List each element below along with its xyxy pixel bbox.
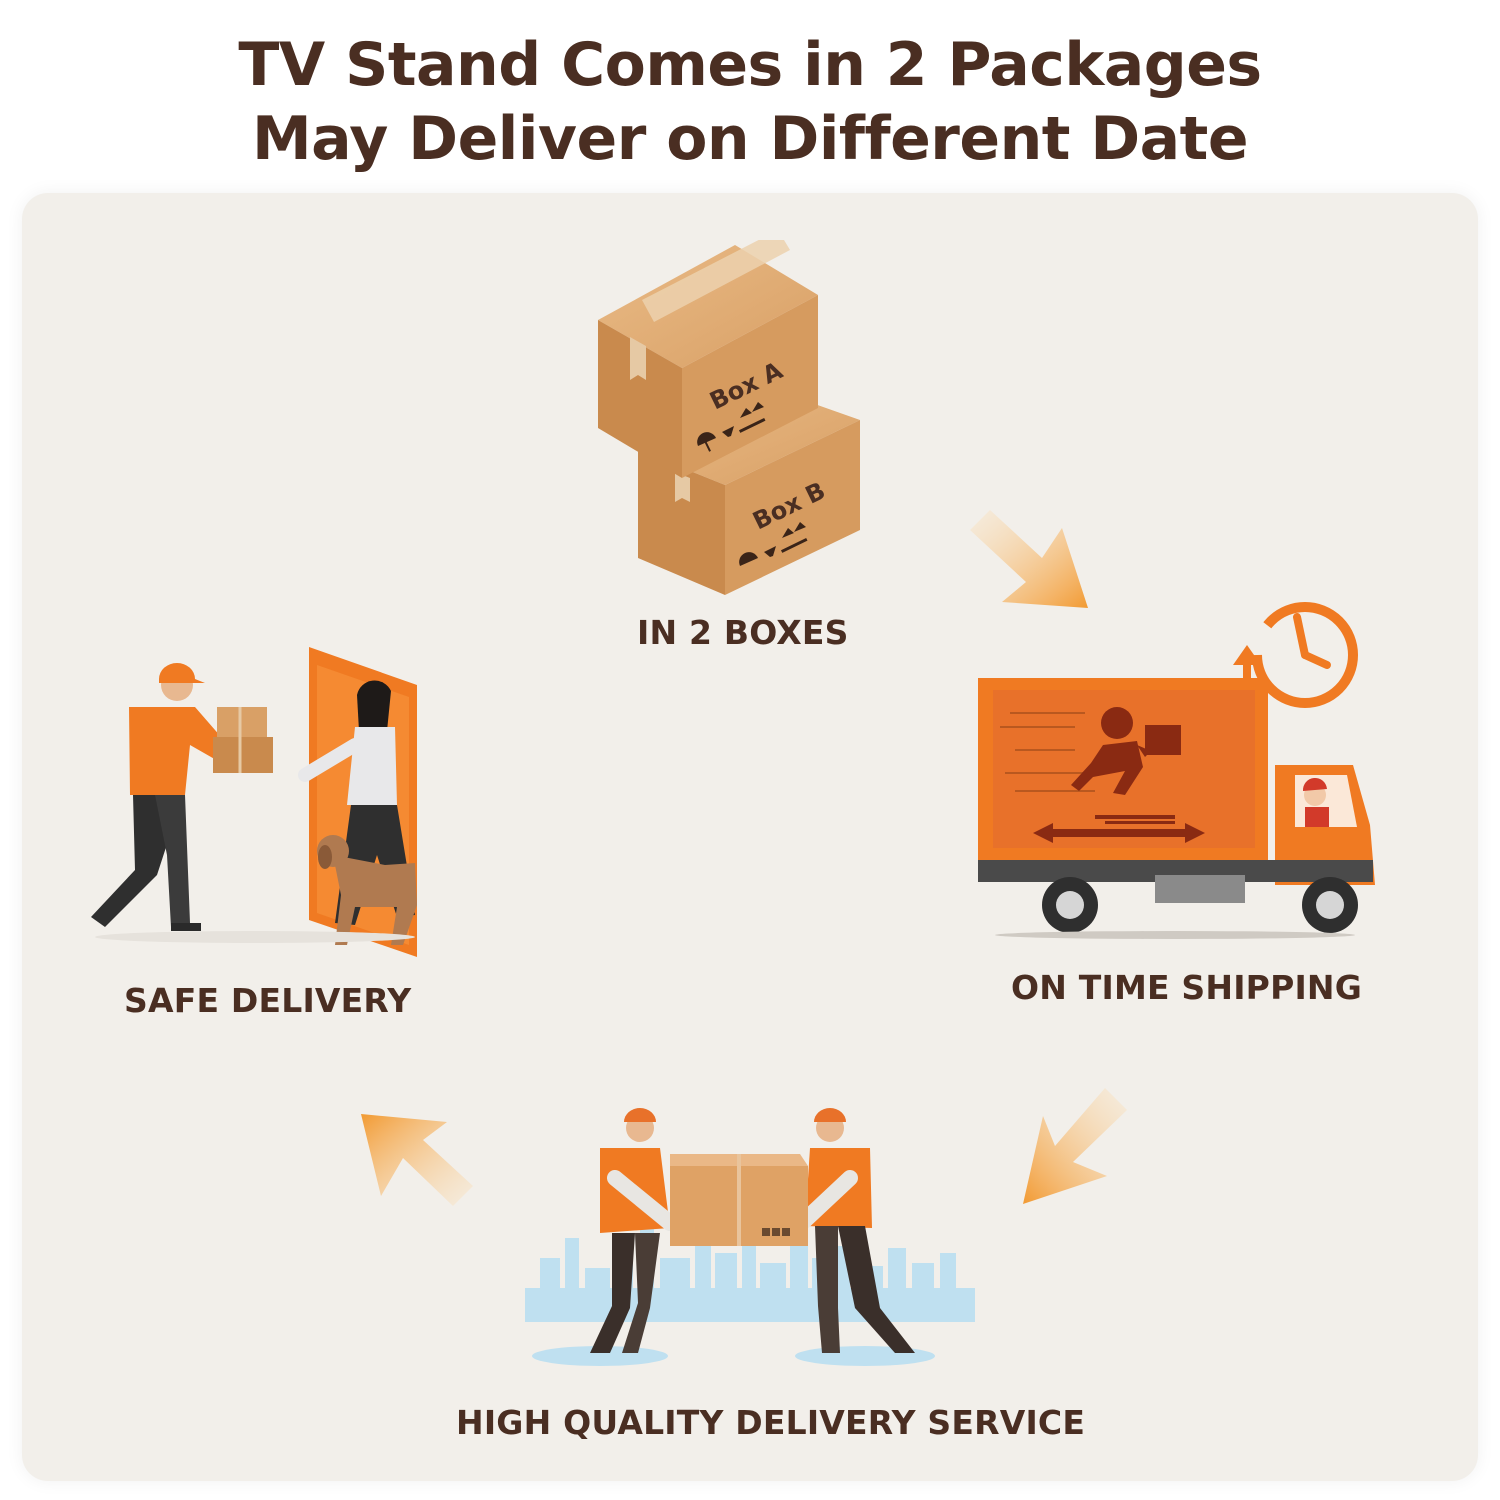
step-label-safe: SAFE DELIVERY	[124, 981, 412, 1020]
step-label-service: HIGH QUALITY DELIVERY SERVICE	[456, 1403, 1086, 1442]
flow-arrow-up-left-icon	[355, 1108, 485, 1218]
delivery-truck-icon	[975, 595, 1385, 940]
step-label-shipping: ON TIME SHIPPING	[1011, 968, 1363, 1007]
handling-marks-b-icon	[739, 522, 808, 566]
flow-arrow-down-right-icon	[960, 500, 1100, 620]
step-label-boxes: IN 2 BOXES	[637, 613, 849, 652]
title-line-1: TV Stand Comes in 2 Packages	[238, 30, 1262, 100]
stacked-boxes-icon: Box A Box B	[590, 240, 870, 600]
page-title: TV Stand Comes in 2 Packages May Deliver…	[0, 28, 1500, 176]
title-line-2: May Deliver on Different Date	[251, 104, 1249, 174]
package-handoff-icon	[85, 645, 425, 965]
couriers-carrying-box-icon	[520, 1108, 980, 1378]
handling-marks-a-icon	[697, 402, 766, 452]
flow-arrow-down-left-icon	[1015, 1080, 1135, 1210]
